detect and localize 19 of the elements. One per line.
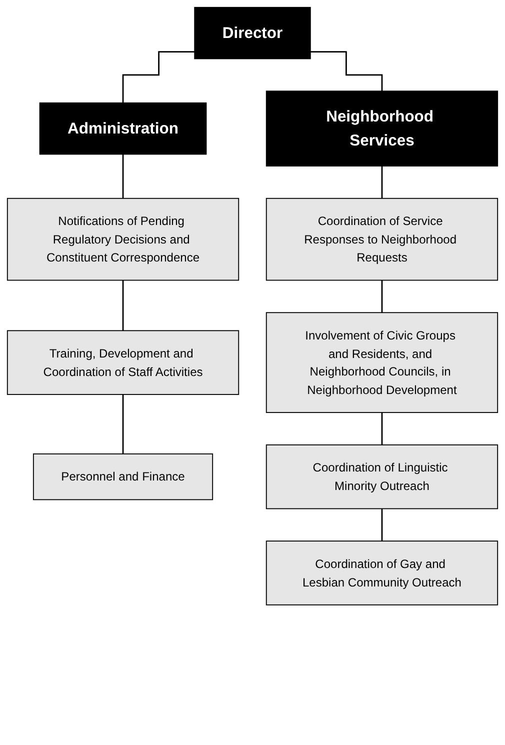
connector: [122, 51, 195, 104]
node-box: Coordination of Linguistic Minority Outreach: [266, 444, 498, 510]
node-box: Notifications of Pending Regulatory Decisions and Constituent Correspondence: [6, 198, 240, 281]
connector: [122, 394, 124, 455]
connector: [381, 508, 383, 542]
connector: [310, 51, 383, 92]
node-box: Training, Development and Coordination of Staff Activities: [6, 330, 240, 395]
connector: [381, 165, 383, 200]
connector: [122, 280, 124, 332]
node-box: Coordination of Gay and Lesbian Community Outreach: [266, 540, 498, 606]
node-box: Involvement of Civic Groups and Residents, and Neighborhood Councils, in Neighborhood Development: [266, 312, 498, 413]
connector: [122, 154, 124, 200]
node-box: Coordination of Service Responses to Neighborhood Requests: [266, 198, 498, 281]
node-box: Neighborhood Services: [266, 90, 498, 166]
node-box: Director: [194, 6, 311, 60]
connector: [381, 280, 383, 314]
node-box: Personnel and Finance: [32, 453, 214, 500]
connector: [381, 412, 383, 446]
node-box: Administration: [39, 102, 207, 155]
